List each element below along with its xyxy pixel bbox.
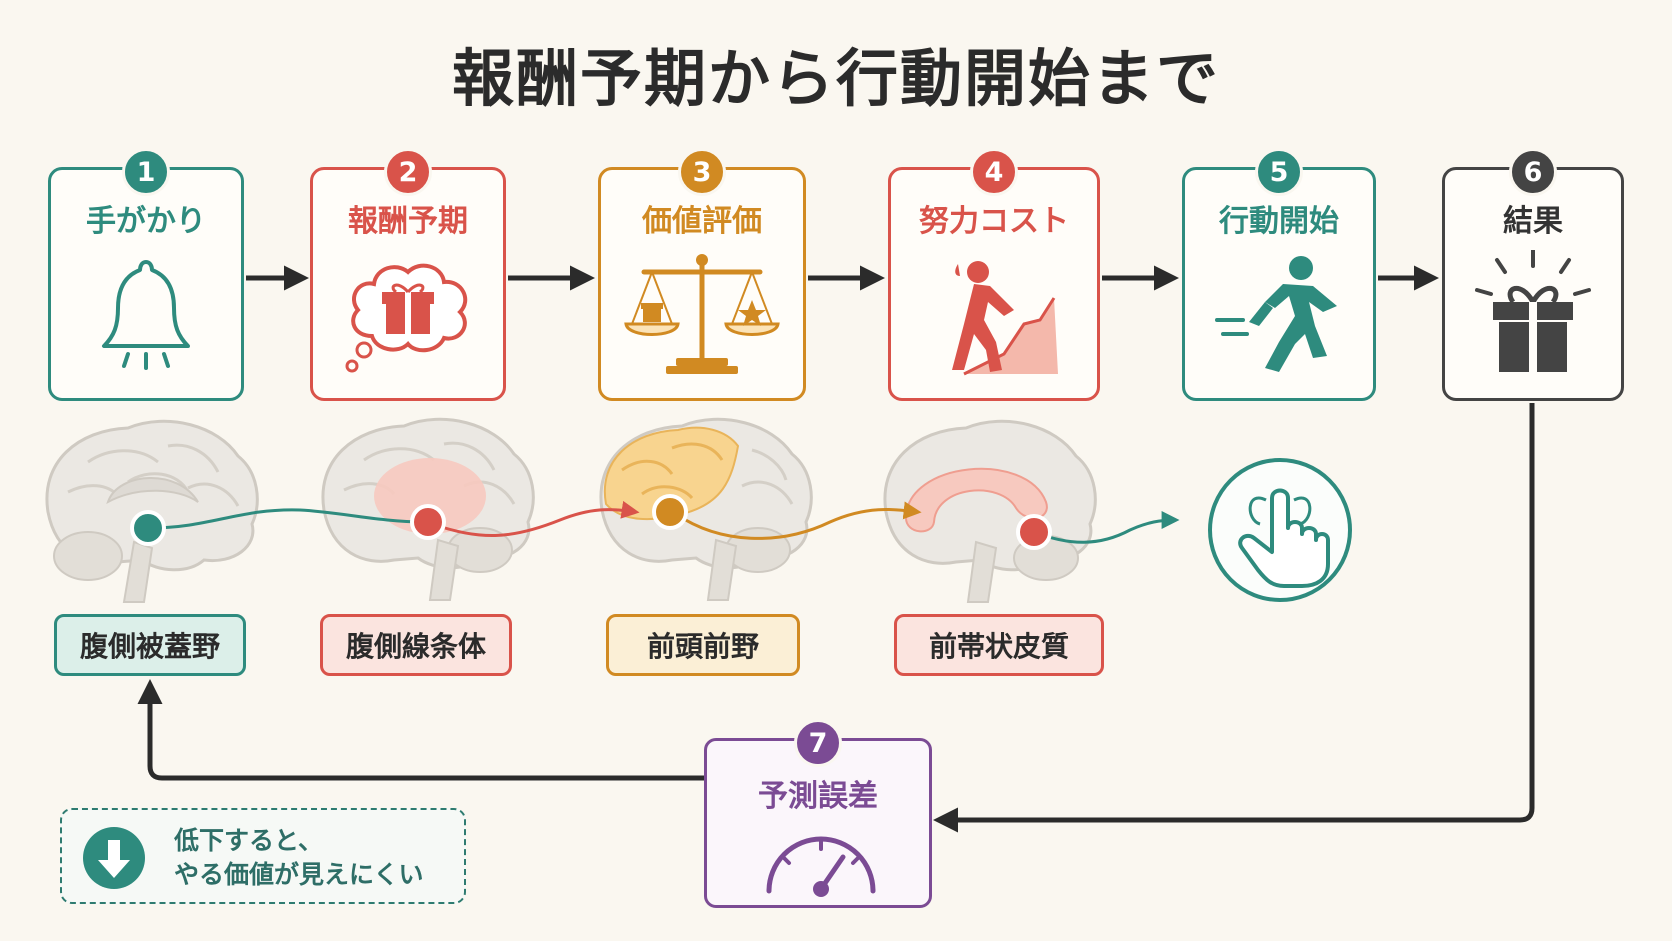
node-vta <box>130 510 166 546</box>
pathway-striatum-to-pfc <box>431 500 640 537</box>
node-prefrontal-cortex <box>652 494 688 530</box>
step-number-badge: 6 <box>1509 148 1557 196</box>
note-line-2: やる価値が見えにくい <box>174 860 424 889</box>
brain-vta <box>45 419 259 603</box>
step-number-badge: 5 <box>1255 148 1303 196</box>
feedback-arrow <box>933 403 1535 833</box>
step-value-evaluation: 3 価値評価 <box>598 148 806 401</box>
gift-thought-icon <box>345 263 468 373</box>
region-label-anterior-cingulate: 前帯状皮質 <box>894 614 1104 676</box>
step-number-badge: 3 <box>678 148 726 196</box>
step-action-start: 5 行動開始 <box>1182 148 1376 401</box>
step-number-badge: 4 <box>970 148 1018 196</box>
step-outcome: 6 結果 <box>1442 148 1624 401</box>
note-box: 低下すると、 やる価値が見えにくい <box>60 808 466 904</box>
pathway-vta-to-striatum <box>149 508 425 530</box>
step-label: 価値評価 <box>642 204 762 239</box>
region-label-ventral-striatum: 腹側線条体 <box>320 614 512 676</box>
balance-scale-icon <box>624 254 780 374</box>
step-label: 手がかり <box>86 204 206 239</box>
step-number-badge: 7 <box>794 719 842 767</box>
down-arrow-icon <box>83 827 145 889</box>
step-label: 結果 <box>1503 204 1563 239</box>
tap-hand-icon <box>1208 458 1352 602</box>
step-reward-anticipation: 2 報酬予期 <box>310 148 506 401</box>
page-title: 報酬予期から行動開始まで <box>451 42 1220 115</box>
node-anterior-cingulate <box>1016 514 1052 550</box>
region-label-prefrontal-cortex: 前頭前野 <box>606 614 800 676</box>
node-ventral-striatum <box>410 504 446 540</box>
step-label: 行動開始 <box>1219 204 1339 239</box>
brain-ventral-striatum <box>321 417 535 601</box>
step-number-badge: 2 <box>384 148 432 196</box>
step-label: 予測誤差 <box>758 779 878 814</box>
step-label: 努力コスト <box>919 204 1069 239</box>
bell-icon <box>102 260 190 370</box>
feedback-arrow <box>137 679 704 781</box>
step-number-badge: 1 <box>122 148 170 196</box>
step-prediction-error: 7 予測誤差 <box>704 719 932 908</box>
note-line-1: 低下すると、 <box>174 826 324 855</box>
step-label: 報酬予期 <box>348 204 468 239</box>
gift-icon <box>1475 250 1591 372</box>
climbing-person-icon <box>952 261 1058 376</box>
pathway-pfc-to-acc <box>675 501 922 540</box>
step-effort-cost: 4 努力コスト <box>888 148 1100 401</box>
region-label-vta: 腹側被蓋野 <box>54 614 246 676</box>
brain-prefrontal-cortex <box>599 417 813 601</box>
pathway-acc-to-action <box>1033 511 1180 544</box>
running-person-icon <box>1215 256 1337 372</box>
step-cue: 1 手がかり <box>48 148 244 401</box>
gauge-icon <box>766 836 876 897</box>
